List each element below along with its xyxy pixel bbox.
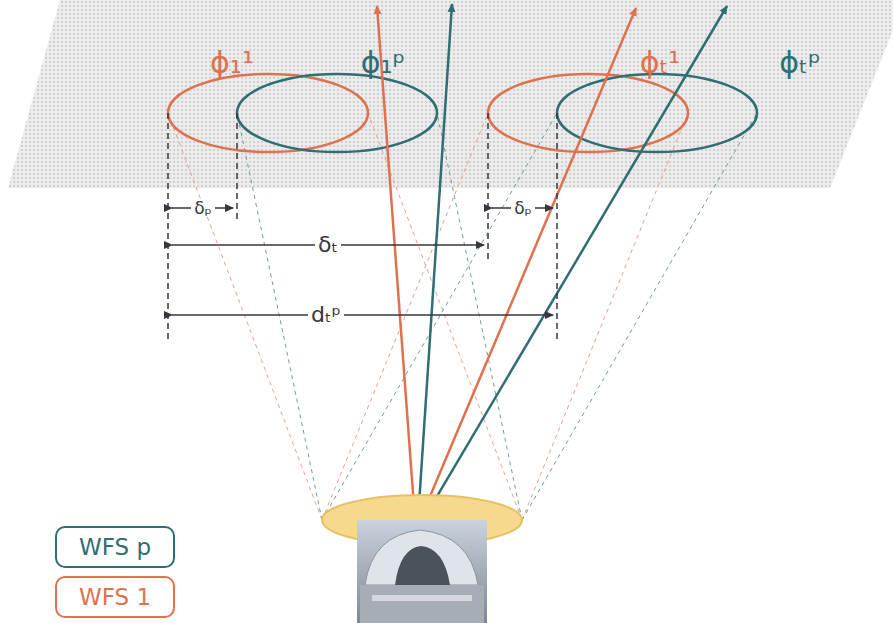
phase-label: ϕ₁ᵖ [361,46,406,79]
beam-footprints [168,74,757,152]
beam-cones [168,113,757,520]
dimension-guides [168,113,557,340]
telescope-illustration [322,495,522,623]
line-of-sight [377,4,727,520]
legend-box: WFS p [55,526,175,568]
legend-box: WFS 1 [55,576,175,618]
dimension-arrows [172,208,553,315]
dimension-label: δₚ [511,199,535,218]
legend-text: WFS p [79,534,151,560]
dimension-label: δₜ [315,233,341,257]
legend-text: WFS 1 [79,584,151,610]
phase-label: ϕₜᵖ [779,46,820,79]
dimension-label: δₚ [191,199,215,218]
phase-label: ϕₜ¹ [640,46,681,79]
dimension-label: dₜᵖ [308,303,344,327]
phase-label: ϕ₁¹ [210,46,254,79]
